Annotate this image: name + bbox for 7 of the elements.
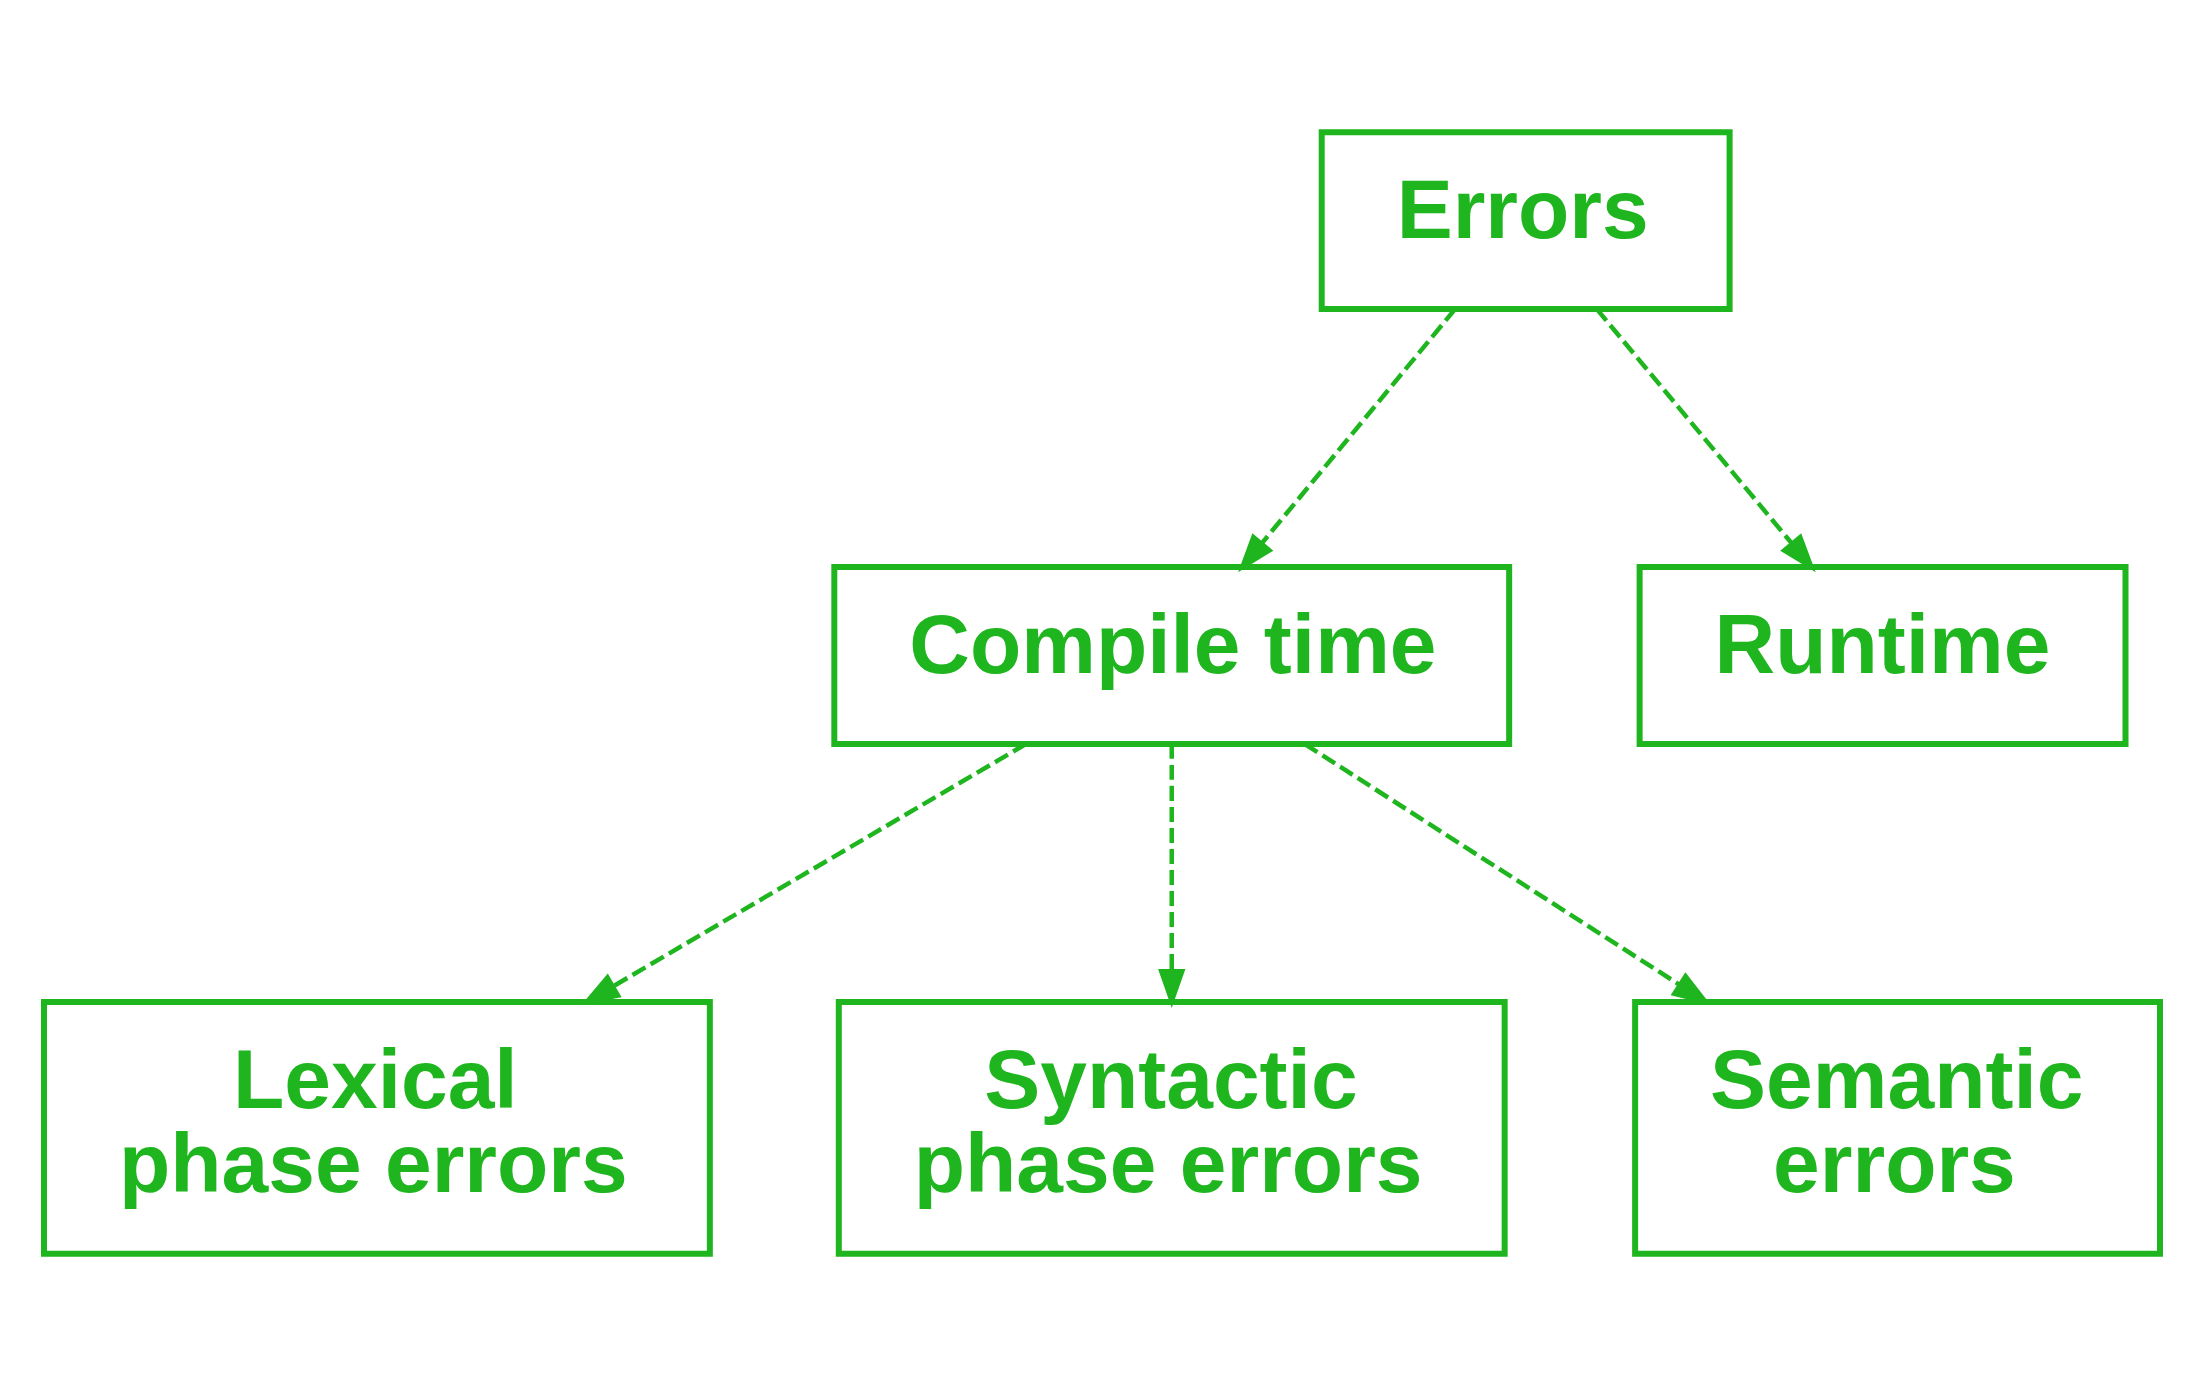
node-box: Compile time	[830, 564, 1512, 747]
node-box: Semantic errors	[1631, 998, 2163, 1257]
node-box: Runtime	[1636, 564, 2128, 747]
node-box: Lexical phase errors	[40, 998, 713, 1257]
node-box: Errors	[1318, 129, 1733, 313]
node-box: Syntactic phase errors	[835, 998, 1508, 1257]
arrow	[1157, 744, 1185, 1009]
